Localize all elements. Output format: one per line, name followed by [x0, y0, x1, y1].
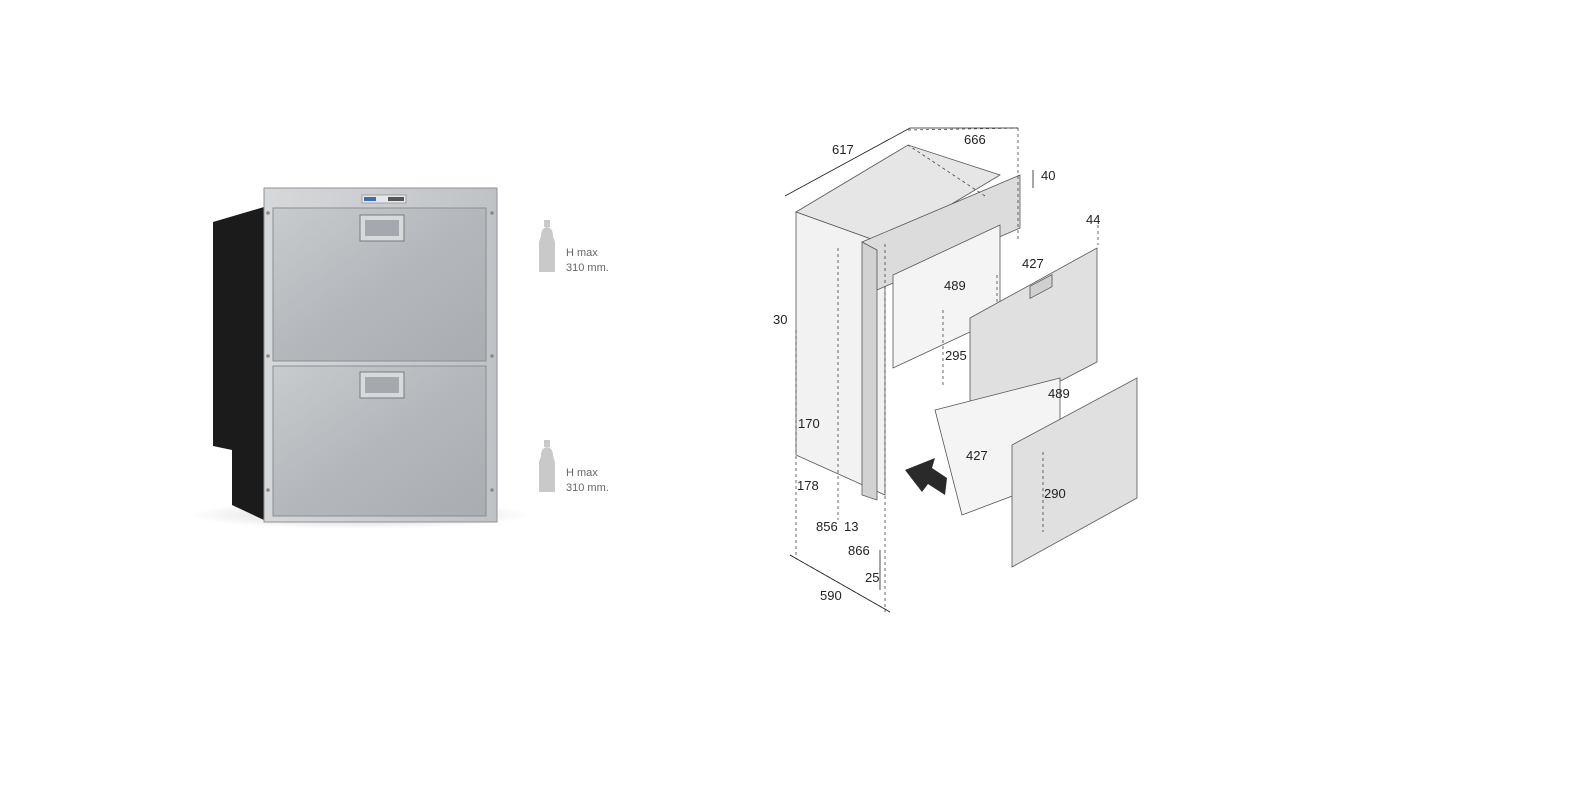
dim-489-upper: 489	[944, 278, 966, 293]
dim-590: 590	[820, 588, 842, 603]
dim-489-lower: 489	[1048, 386, 1070, 401]
dim-666: 666	[964, 132, 986, 147]
bottle-lower-line2: 310 mm.	[566, 482, 609, 494]
dim-178: 178	[797, 478, 819, 493]
dim-170: 170	[798, 416, 820, 431]
dim-290: 290	[1044, 486, 1066, 501]
insert-arrow-icon	[905, 458, 947, 495]
upper-handle-recess	[365, 220, 399, 236]
cabinet-body	[213, 207, 264, 520]
bottle-upper-line2: 310 mm.	[566, 262, 609, 274]
screw-icon	[490, 354, 494, 358]
screw-icon	[490, 211, 494, 215]
screw-icon	[266, 354, 270, 358]
buttons-icon	[388, 197, 404, 201]
bottle-upper-line1: H max	[566, 247, 598, 259]
bottle-icon	[539, 220, 555, 272]
bottle-label-upper: H max 310 mm.	[566, 246, 609, 276]
bottle-icon	[539, 440, 555, 492]
dim-40: 40	[1041, 168, 1055, 183]
bottle-label-lower: H max 310 mm.	[566, 466, 609, 496]
screw-icon	[266, 488, 270, 492]
upper-drawer-handle-icon	[1029, 274, 1053, 299]
screw-icon	[266, 211, 270, 215]
bottle-lower-line1: H max	[566, 467, 598, 479]
upper-drawer-front	[969, 247, 1098, 429]
screw-icon	[490, 488, 494, 492]
display-icon	[364, 197, 376, 201]
control-panel	[361, 194, 407, 204]
dim-30: 30	[773, 312, 787, 327]
front-frame-left	[861, 241, 878, 501]
dim-13: 13	[844, 519, 858, 534]
dim-295: 295	[945, 348, 967, 363]
dim-44: 44	[1086, 212, 1100, 227]
dim-25: 25	[865, 570, 879, 585]
lower-handle-recess	[365, 377, 399, 393]
dim-856: 856	[816, 519, 838, 534]
dim-427-lower: 427	[966, 448, 988, 463]
dim-427-upper: 427	[1022, 256, 1044, 271]
dim-617: 617	[832, 142, 854, 157]
dim-866: 866	[848, 543, 870, 558]
